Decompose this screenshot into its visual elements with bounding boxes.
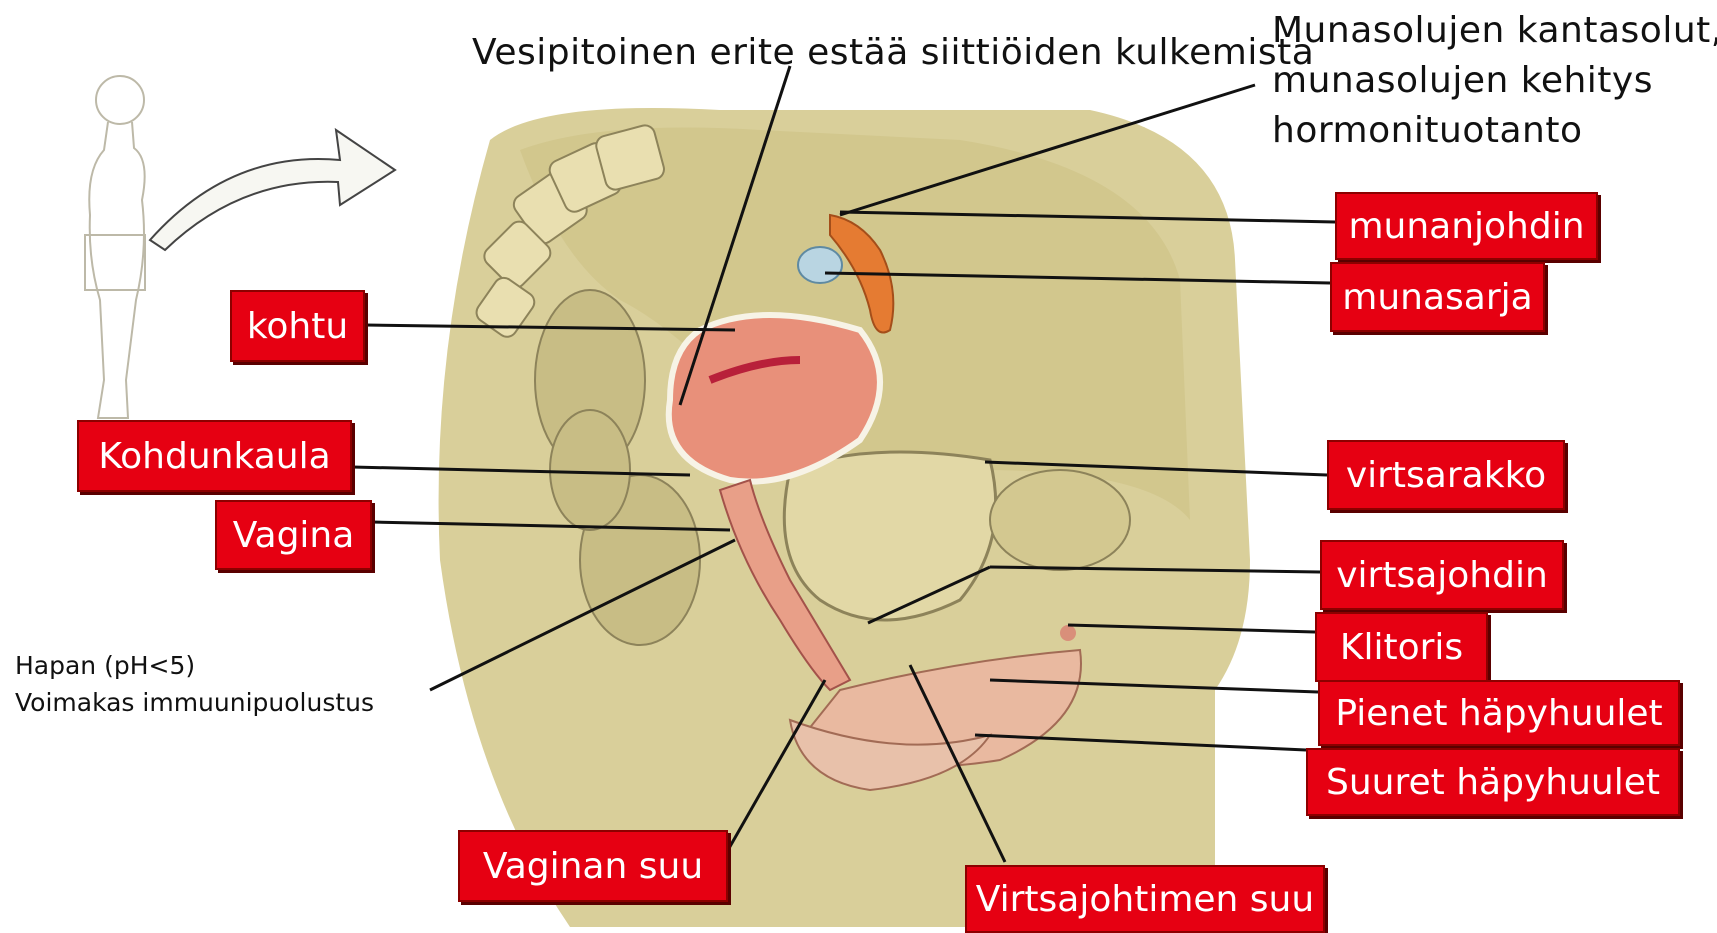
label-virtsajohtimen-suu: Virtsajohtimen suu [965,865,1325,933]
label-virtsarakko: virtsarakko [1327,440,1565,510]
label-munasarja: munasarja [1330,262,1545,332]
acid-annotation-line1: Hapan (pH<5) [15,650,195,681]
zoom-arrow-icon [150,130,395,250]
ovary-annotation-line3: hormonituotanto [1272,108,1583,153]
label-virtsajohdin: virtsajohdin [1320,540,1564,610]
label-vagina: Vagina [215,500,372,570]
acid-annotation-line2: Voimakas immuunipuolustus [15,687,374,718]
label-munanjohdin: munanjohdin [1335,192,1598,260]
label-kohtu: kohtu [230,290,365,362]
label-suuret-hapyhuulet: Suuret häpyhuulet [1306,748,1680,816]
label-kohdunkaula: Kohdunkaula [77,420,352,492]
ovary-annotation-line1: Munasolujen kantasolut, [1272,8,1717,53]
label-klitoris: Klitoris [1315,612,1488,682]
secretion-annotation: Vesipitoinen erite estää siittiöiden kul… [472,30,1314,75]
ovary-annotation-line2: munasolujen kehitys [1272,58,1653,103]
label-pienet-hapyhuulet: Pienet häpyhuulet [1318,680,1680,746]
body-silhouette-icon [85,76,145,418]
label-vaginan-suu: Vaginan suu [458,830,728,902]
